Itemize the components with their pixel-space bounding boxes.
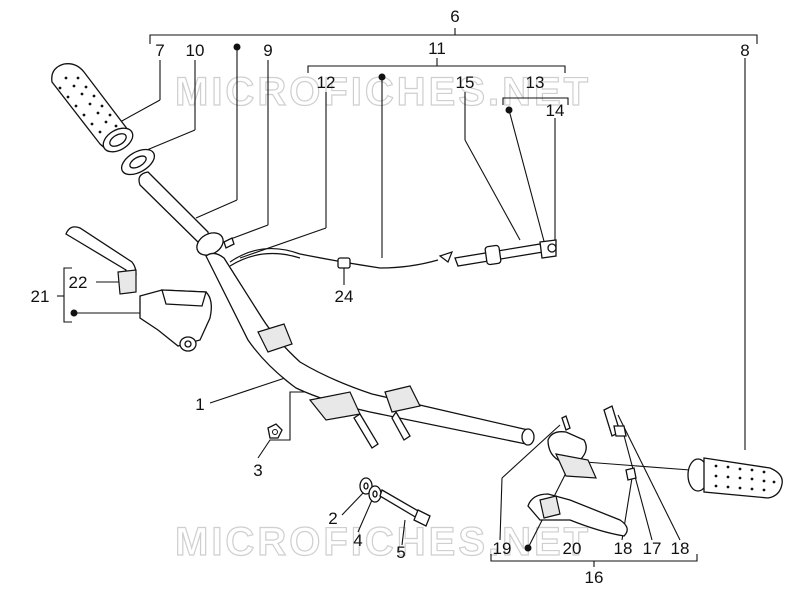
- throttle-cable-part: [229, 248, 454, 269]
- callout-1: 1: [195, 395, 204, 414]
- callout-2: 2: [328, 509, 337, 528]
- callout-3: 3: [253, 461, 262, 480]
- callout-labels: 6 7 10 9 11 8 12 15 13 14 22 21 24 1 3 2…: [31, 7, 750, 587]
- left-lever-part: [65, 226, 137, 295]
- callout-6: 6: [450, 7, 459, 26]
- callout-9: 9: [263, 41, 272, 60]
- callout-5: 5: [396, 543, 405, 562]
- callout-12: 12: [317, 73, 336, 92]
- callout-10: 10: [186, 41, 205, 60]
- washer-part: [120, 148, 156, 176]
- callout-14: 14: [546, 101, 565, 120]
- handlebar-part: [205, 252, 535, 449]
- right-clamp-part: [547, 431, 597, 479]
- reference-dots: [70, 43, 532, 552]
- right-grip-part: [687, 457, 783, 499]
- callout-21: 21: [31, 287, 50, 306]
- callout-8: 8: [740, 41, 749, 60]
- callout-24: 24: [335, 287, 354, 306]
- small-screw-part: [223, 237, 235, 249]
- washer-2-part: [359, 477, 373, 495]
- watermark-bottom: MICROFICHES.NET: [175, 520, 591, 564]
- leader-lines: [57, 28, 758, 567]
- callout-11: 11: [428, 39, 446, 58]
- callout-13: 13: [526, 73, 545, 92]
- cable-adjuster-part: [454, 239, 557, 267]
- nut-part: [267, 423, 283, 439]
- callout-16: 16: [585, 568, 604, 587]
- left-grip-part: [51, 63, 134, 153]
- washer-4-part: [368, 485, 382, 503]
- master-cylinder-part: [139, 289, 212, 352]
- callout-17: 17: [643, 539, 662, 558]
- throttle-tube-part: [138, 171, 224, 256]
- bolt-part: [379, 489, 431, 527]
- right-lever-part: [527, 493, 628, 537]
- callout-18-right: 18: [671, 539, 690, 558]
- callout-18-left: 18: [614, 539, 633, 558]
- callout-22: 22: [69, 273, 88, 292]
- callout-7: 7: [155, 41, 164, 60]
- callout-15: 15: [456, 73, 475, 92]
- callout-20: 20: [563, 539, 582, 558]
- callout-19: 19: [493, 539, 512, 558]
- right-screws-part: [561, 405, 637, 481]
- callout-4: 4: [353, 531, 362, 550]
